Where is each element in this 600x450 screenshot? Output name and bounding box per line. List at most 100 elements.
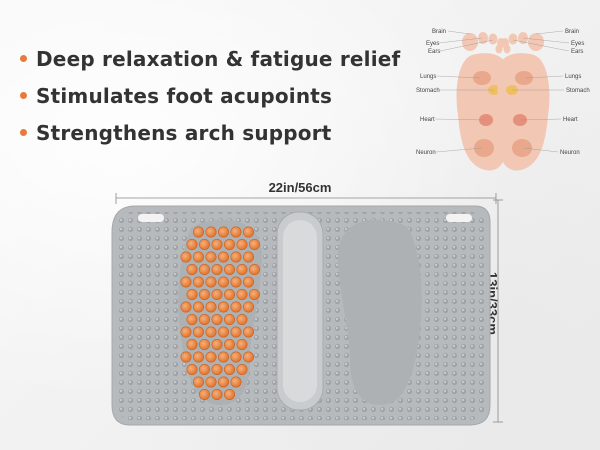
acupoint-nub: [186, 263, 198, 275]
acupoint-nub: [193, 251, 205, 263]
right-leader-lines: [512, 30, 570, 153]
acupoint-nub: [218, 226, 230, 238]
right-label-lungs: Lungs: [565, 74, 581, 80]
acupoint-nub: [205, 376, 217, 388]
dimension-lines: [115, 193, 503, 423]
acupoint-nub: [193, 276, 205, 288]
feature-text: Stimulates foot acupoints: [36, 83, 333, 108]
acupoint-nub: [193, 226, 205, 238]
acupoint-nub: [205, 226, 217, 238]
acupoint-nub: [211, 239, 223, 251]
acupoint-nub: [236, 363, 248, 375]
acupoint-nub: [230, 351, 242, 363]
acupoint-nub: [186, 363, 198, 375]
acupoint-nub: [205, 301, 217, 313]
left-label-ears: Ears: [428, 49, 440, 55]
acupoint-nub: [211, 338, 223, 350]
acupoint-nub: [218, 376, 230, 388]
acupoint-nub: [199, 338, 211, 350]
acupoint-nub: [236, 263, 248, 275]
right-label-group: Brain Eyes Ears Lungs Stomach Heart Neur…: [560, 29, 590, 156]
left-label-stomach: Stomach: [416, 88, 440, 94]
acupoint-nub: [199, 288, 211, 300]
left-handle-cutout: [138, 214, 164, 222]
acupoint-nub: [205, 276, 217, 288]
right-label-brain: Brain: [565, 29, 579, 35]
feature-item: Stimulates foot acupoints: [20, 77, 400, 114]
acupoint-nub: [243, 301, 255, 313]
acupoint-nub: [180, 301, 192, 313]
acupoint-nub: [224, 288, 236, 300]
acupoint-nub: [193, 326, 205, 338]
acupoint-nub: [230, 301, 242, 313]
acupoint-nub: [224, 263, 236, 275]
acupoint-nub: [224, 363, 236, 375]
acupoint-nub: [236, 288, 248, 300]
right-footprint: [338, 219, 422, 405]
foot-reflex-chart: Brain Eyes Ears Lungs Stomach Heart Neur…: [416, 29, 590, 171]
acupoint-nub: [224, 239, 236, 251]
acupoint-nub: [236, 313, 248, 325]
left-label-neuron: Neuron: [416, 150, 436, 156]
acupoint-nub: [218, 301, 230, 313]
acupoint-nub: [249, 288, 261, 300]
acupoint-nub: [211, 388, 223, 400]
acupoint-nub: [199, 388, 211, 400]
acupoint-nub: [218, 351, 230, 363]
acupoint-nub: [199, 263, 211, 275]
acupoint-nub: [186, 313, 198, 325]
acupoint-nub: [199, 363, 211, 375]
feature-text: Strengthens arch support: [36, 120, 332, 145]
left-acupoint-nubs: [180, 226, 261, 400]
feature-item: Deep relaxation & fatigue relief: [20, 40, 400, 77]
feature-list: Deep relaxation & fatigue relief Stimula…: [20, 40, 400, 151]
acupoint-nub: [193, 376, 205, 388]
feature-text: Deep relaxation & fatigue relief: [36, 46, 401, 71]
acupoint-nub: [205, 351, 217, 363]
acupoint-nub: [224, 388, 236, 400]
acupoint-nub: [211, 363, 223, 375]
acupoint-nub: [243, 226, 255, 238]
acupoint-nub: [211, 263, 223, 275]
bullet-dot-icon: [20, 55, 27, 62]
left-leader-lines: [434, 30, 494, 153]
acupoint-nub: [230, 251, 242, 263]
acupoint-nub: [205, 251, 217, 263]
acupoint-nub: [249, 263, 261, 275]
acupoint-nub: [199, 239, 211, 251]
left-label-lungs: Lungs: [420, 74, 436, 80]
acupoint-nub: [211, 313, 223, 325]
left-sole-illustration: [456, 32, 511, 171]
acupoint-nub: [236, 239, 248, 251]
left-label-heart: Heart: [420, 117, 435, 123]
right-label-heart: Heart: [563, 117, 578, 123]
acupoint-nub: [230, 326, 242, 338]
right-label-neuron: Neuron: [560, 150, 580, 156]
acupoint-nub: [249, 239, 261, 251]
acupoint-nub: [180, 326, 192, 338]
acupoint-nub: [205, 326, 217, 338]
right-handle-cutout: [446, 214, 472, 222]
left-label-brain: Brain: [432, 29, 446, 35]
arch-support-bar: [276, 211, 324, 411]
feature-item: Strengthens arch support: [20, 114, 400, 151]
acupoint-nub: [199, 313, 211, 325]
acupoint-nub: [193, 351, 205, 363]
bullet-dot-icon: [20, 92, 27, 99]
bullet-dot-icon: [20, 129, 27, 136]
acupoint-nub: [243, 351, 255, 363]
width-dimension-label: 22in/56cm: [268, 180, 332, 195]
acupoint-nub: [224, 313, 236, 325]
acupoint-nub: [186, 239, 198, 251]
acupoint-nub: [236, 338, 248, 350]
acupoint-nub: [180, 251, 192, 263]
acupoint-nub: [211, 288, 223, 300]
acupoint-nub: [180, 351, 192, 363]
acupoint-nub: [230, 226, 242, 238]
acupoint-nub: [243, 326, 255, 338]
right-sole-illustration: [495, 32, 550, 171]
acupoint-nub: [218, 326, 230, 338]
right-label-eyes: Eyes: [571, 41, 584, 47]
acupoint-nub: [193, 301, 205, 313]
